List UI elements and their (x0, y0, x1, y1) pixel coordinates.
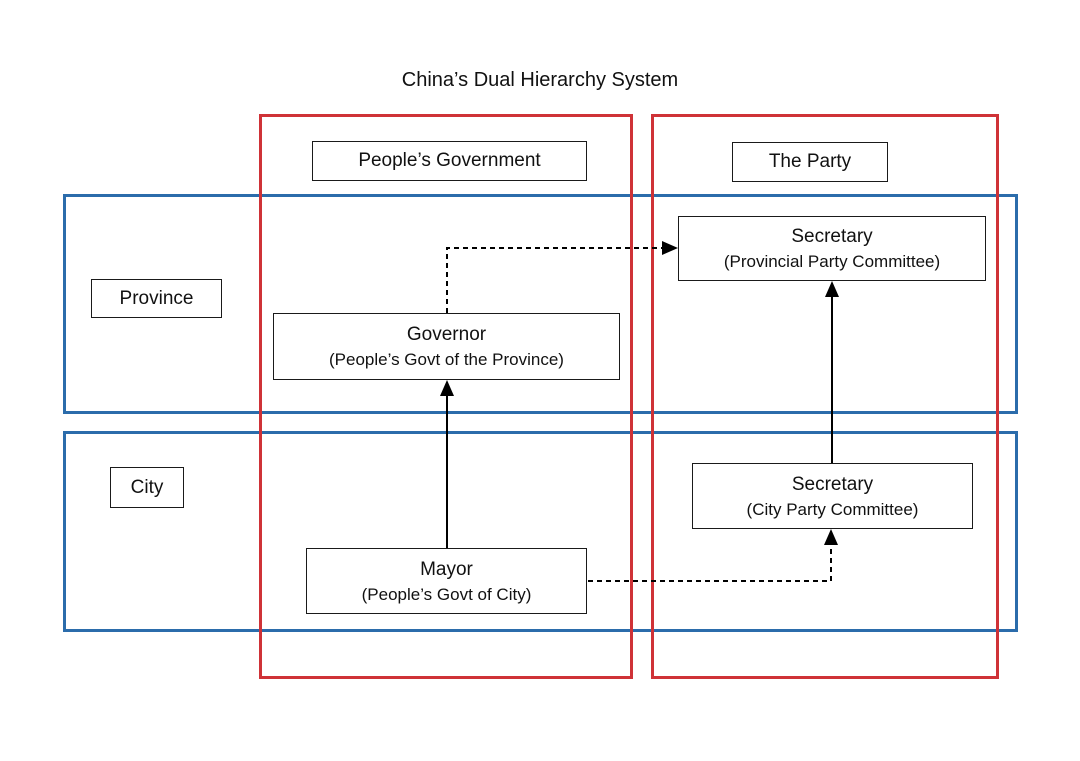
city-row-frame (63, 431, 1018, 632)
row-label-province: Province (91, 279, 222, 318)
row-label-text: Province (119, 287, 194, 309)
node-city-secretary: Secretary (City Party Committee) (692, 463, 973, 529)
node-subtitle: (People’s Govt of the Province) (329, 350, 564, 369)
node-title: Secretary (791, 226, 873, 247)
government-column-frame (259, 114, 633, 679)
node-governor: Governor (People’s Govt of the Province) (273, 313, 620, 380)
column-label-peoples-government: People’s Government (312, 141, 587, 181)
node-subtitle: (Provincial Party Committee) (723, 252, 941, 271)
column-label-the-party: The Party (732, 142, 888, 182)
diagram-title: China’s Dual Hierarchy System (401, 69, 679, 91)
node-title: Secretary (791, 473, 874, 495)
row-label-text: City (130, 476, 164, 498)
node-title: Mayor (420, 558, 473, 580)
party-column-frame (651, 114, 999, 679)
row-label-city: City (110, 467, 184, 508)
column-label-text: People’s Government (358, 150, 541, 171)
node-mayor: Mayor (People’s Govt of City) (306, 548, 587, 614)
node-subtitle: (People’s Govt of City) (361, 584, 532, 604)
node-provincial-secretary: Secretary (Provincial Party Committee) (678, 216, 986, 281)
column-label-text: The Party (768, 151, 852, 172)
node-subtitle: (City Party Committee) (746, 499, 919, 519)
province-row-frame (63, 194, 1018, 414)
node-title: Governor (406, 324, 487, 345)
